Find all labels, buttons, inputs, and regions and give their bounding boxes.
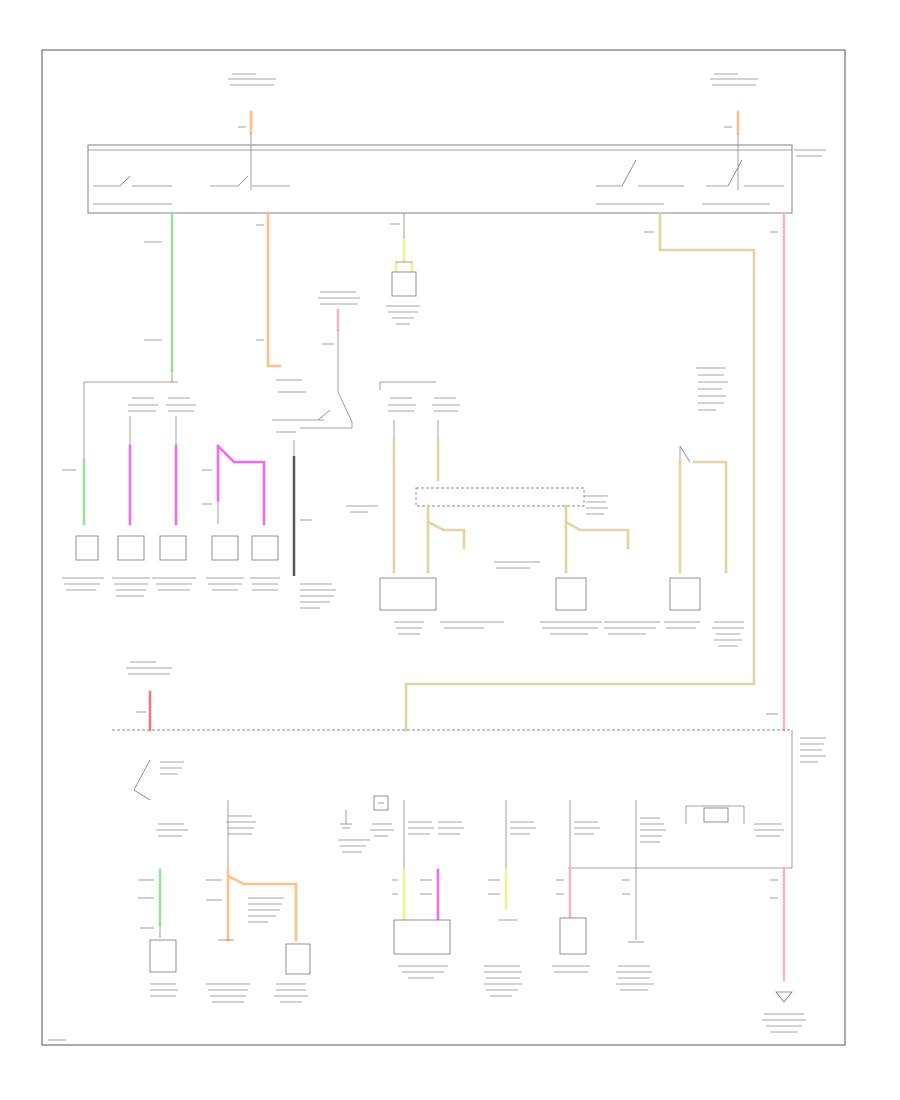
lower-connectors <box>149 917 793 1003</box>
row1-right-labels <box>394 621 744 647</box>
top-right-feed <box>710 73 758 190</box>
red-feed <box>126 661 172 732</box>
pink-trunk-wire <box>766 211 786 732</box>
mid-fuse-feed <box>300 291 360 429</box>
top-box-switches <box>93 149 826 205</box>
orange-circuit <box>256 211 324 433</box>
tan-right-circuit <box>678 367 728 574</box>
top-fuse-block <box>87 144 793 214</box>
lower-box-internals <box>133 759 784 870</box>
diagram-frame <box>41 49 846 1046</box>
top-left-feed <box>228 72 276 190</box>
tan-circuits <box>346 381 630 574</box>
tan-trunk-wire <box>404 211 756 732</box>
row1-left-labels <box>62 577 336 609</box>
yellow-top-circuit <box>386 213 420 325</box>
lower-wires <box>138 866 786 982</box>
magenta-circuits <box>128 397 266 526</box>
row1-right-connectors <box>379 577 701 611</box>
lower-labels <box>48 965 806 1041</box>
lower-fuse-block <box>112 729 826 869</box>
ground-bar <box>292 440 312 576</box>
green-circuit <box>62 211 178 526</box>
row1-left-connectors <box>75 535 279 561</box>
